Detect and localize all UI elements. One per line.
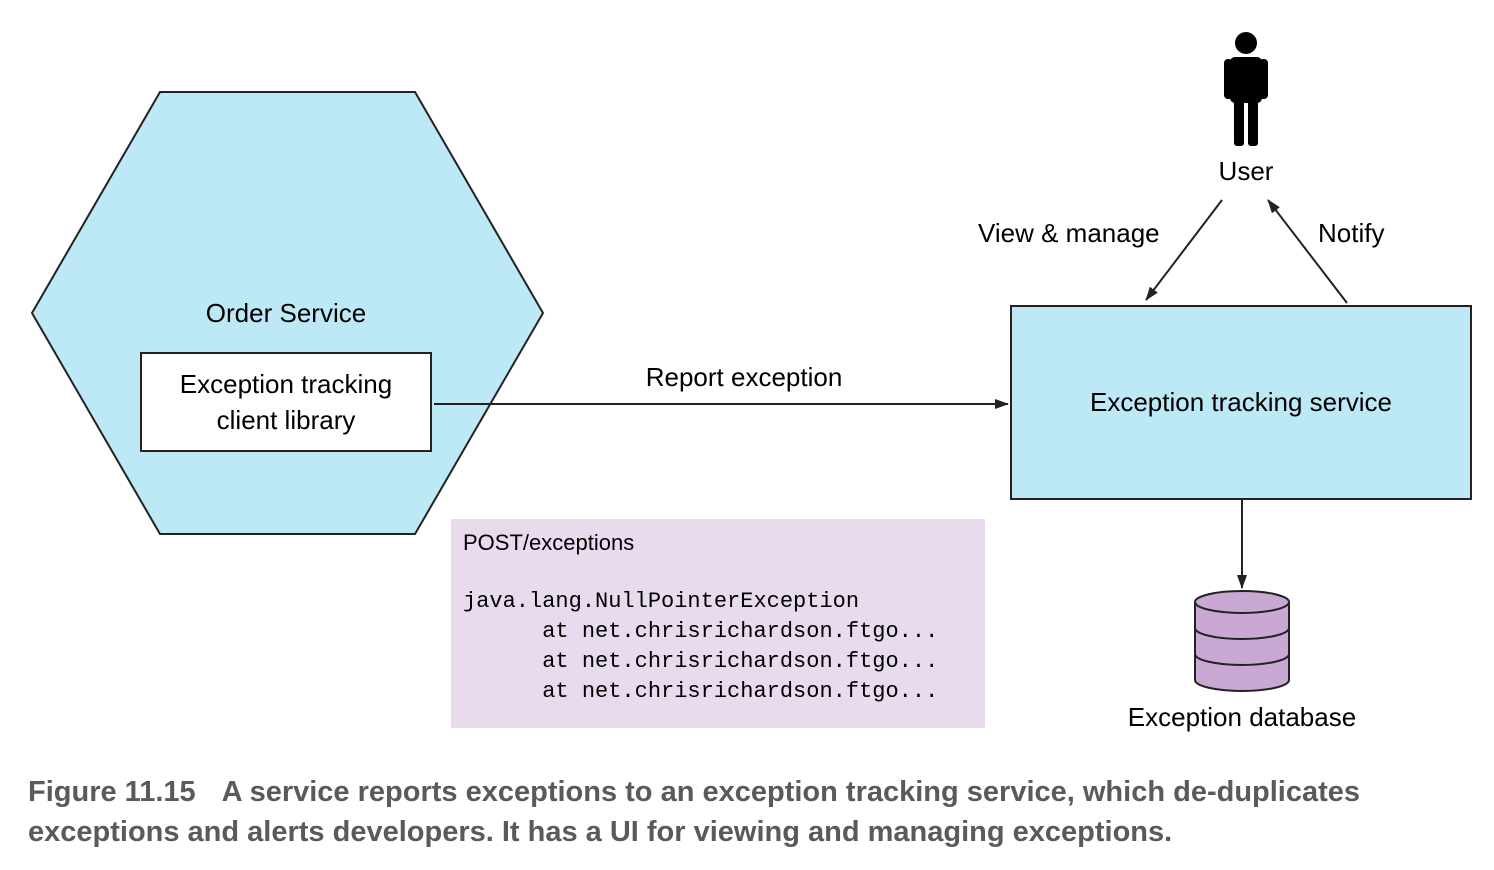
exception-database-label: Exception database bbox=[1127, 702, 1357, 732]
figure-number: Figure 11.15 bbox=[28, 776, 196, 808]
database-icon bbox=[1194, 590, 1290, 692]
client-library-line2: client library bbox=[216, 405, 356, 435]
exception-tracking-service-box: Exception tracking service bbox=[1010, 305, 1472, 500]
exception-tracking-service-label: Exception tracking service bbox=[1089, 387, 1393, 417]
report-exception-label: Report exception bbox=[645, 362, 843, 392]
order-service-label: Order Service bbox=[205, 298, 367, 328]
client-library-line1: Exception tracking bbox=[179, 369, 393, 399]
notify-arrow bbox=[1267, 199, 1348, 304]
request-payload-box: POST/exceptions java.lang.NullPointerExc… bbox=[451, 519, 985, 728]
figure-caption-text: A service reports exceptions to an excep… bbox=[28, 776, 1361, 848]
stacktrace-line: at net.chrisrichardson.ftgo... bbox=[463, 649, 939, 674]
diagram: Order Service Exception tracking client … bbox=[30, 32, 1472, 732]
client-library-box: Exception tracking client library bbox=[140, 352, 432, 452]
user-icon bbox=[1224, 32, 1268, 146]
view-manage-arrow bbox=[1145, 199, 1223, 301]
stacktrace-line: at net.chrisrichardson.ftgo... bbox=[463, 679, 939, 704]
stacktrace-line: java.lang.NullPointerException bbox=[463, 589, 860, 614]
request-title: POST/exceptions bbox=[463, 530, 635, 555]
view-manage-label: View & manage bbox=[978, 218, 1160, 248]
stacktrace-line: at net.chrisrichardson.ftgo... bbox=[463, 619, 939, 644]
user-label: User bbox=[1218, 156, 1274, 186]
notify-label: Notify bbox=[1318, 218, 1385, 248]
